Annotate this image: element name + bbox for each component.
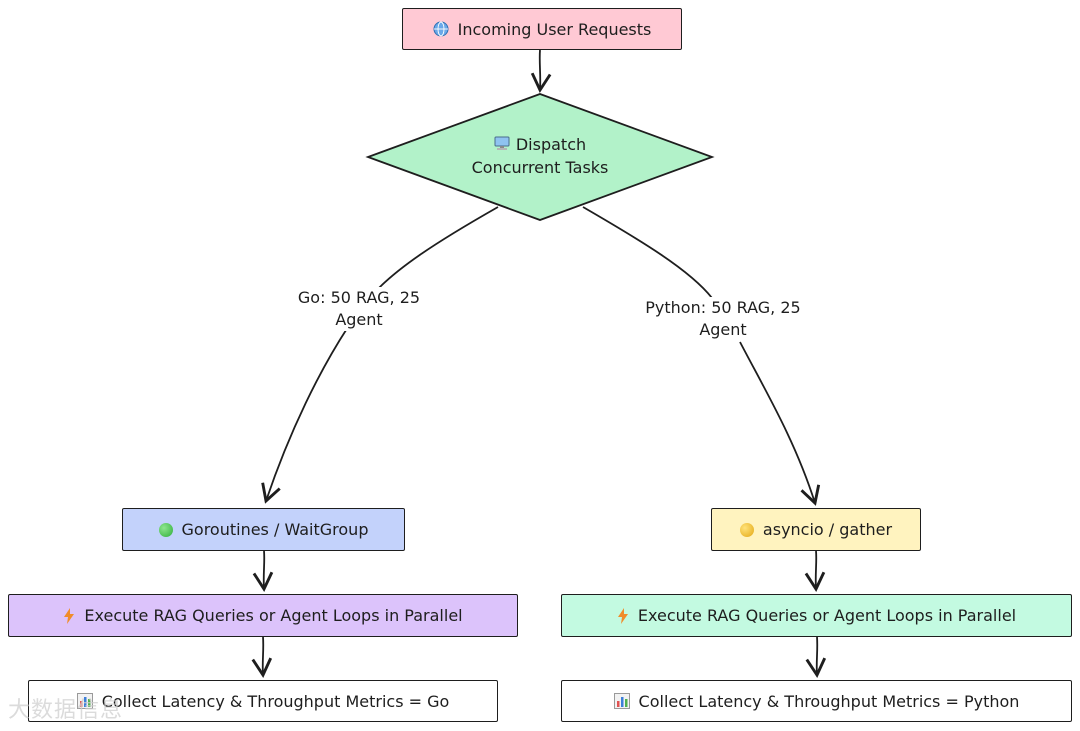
green-circle-icon [158, 522, 173, 537]
node-py-execute[interactable]: Execute RAG Queries or Agent Loops in Pa… [561, 594, 1072, 637]
dispatch-label-line1: Dispatch [440, 134, 640, 157]
edge-go-execute-to-collect [251, 636, 273, 678]
bar-chart-icon [76, 693, 93, 709]
edge-label-go-line2: Agent [335, 310, 383, 329]
edge-dispatch-to-goroutines [266, 206, 499, 501]
yellow-circle-icon [739, 522, 754, 537]
edge-py-execute-to-collect [805, 636, 827, 678]
watermark: 大数据信息 [8, 698, 124, 723]
node-asyncio-label: asyncio / gather [762, 520, 893, 539]
dispatch-label: Dispatch Concurrent Tasks [440, 134, 640, 179]
node-incoming-label: Incoming User Requests [457, 19, 652, 39]
globe-icon [433, 21, 449, 37]
edge-goroutines-to-execute [252, 550, 274, 592]
edge-incoming-to-dispatch [530, 49, 552, 93]
lightning-icon [63, 607, 75, 624]
node-py-collect-label: Collect Latency & Throughput Metrics = P… [638, 691, 1020, 711]
dispatch-diamond[interactable] [365, 93, 715, 221]
edge-label-python: Python: 50 RAG, 25 Agent [628, 297, 818, 341]
node-go-collect[interactable]: Collect Latency & Throughput Metrics = G… [28, 680, 498, 722]
node-incoming-requests[interactable]: Incoming User Requests [402, 8, 682, 50]
edge-label-go-line1: Go: 50 RAG, 25 [297, 288, 421, 307]
node-py-execute-label: Execute RAG Queries or Agent Loops in Pa… [637, 606, 1017, 625]
node-goroutines-label: Goroutines / WaitGroup [181, 520, 369, 539]
node-asyncio[interactable]: asyncio / gather [711, 508, 921, 551]
node-go-execute-label: Execute RAG Queries or Agent Loops in Pa… [84, 606, 463, 625]
dispatch-label-line2: Concurrent Tasks [471, 157, 609, 177]
edge-label-python-line2: Agent [699, 320, 747, 339]
lightning-icon [617, 607, 629, 624]
node-go-collect-label: Collect Latency & Throughput Metrics = G… [101, 691, 450, 711]
edge-dispatch-to-asyncio [582, 206, 815, 503]
edge-asyncio-to-execute [804, 550, 826, 592]
bar-chart-icon [613, 693, 630, 709]
node-goroutines[interactable]: Goroutines / WaitGroup [122, 508, 405, 551]
edge-label-go: Go: 50 RAG, 25 Agent [282, 287, 436, 331]
edge-label-python-line1: Python: 50 RAG, 25 [645, 298, 801, 317]
node-go-execute[interactable]: Execute RAG Queries or Agent Loops in Pa… [8, 594, 518, 637]
computer-icon [494, 135, 510, 157]
node-py-collect[interactable]: Collect Latency & Throughput Metrics = P… [561, 680, 1072, 722]
